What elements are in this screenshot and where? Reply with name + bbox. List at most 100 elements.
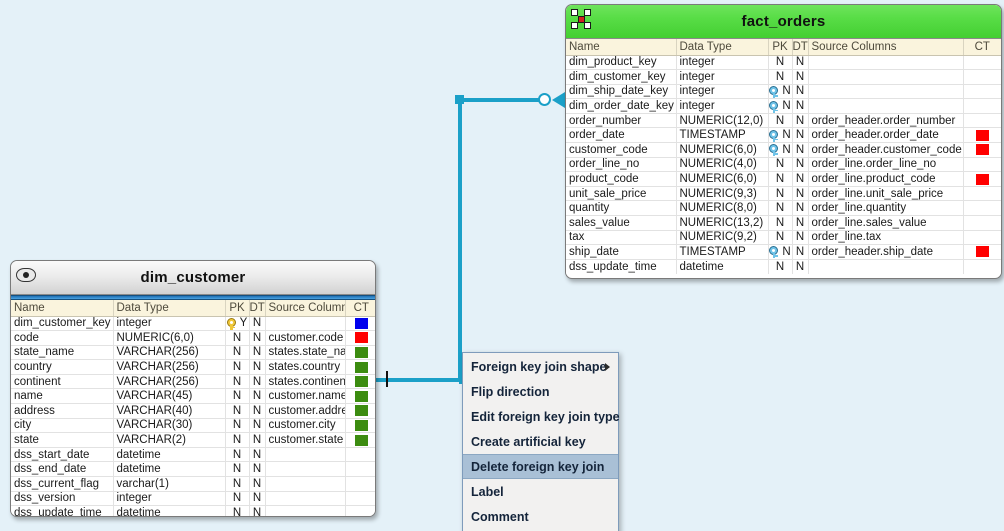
connector-vertical-segment[interactable] [458,100,462,380]
connector-top-segment[interactable] [458,98,548,102]
cell-data-type[interactable]: VARCHAR(40) [113,403,226,419]
cell-pk[interactable]: N [768,259,793,274]
cell-ct[interactable] [345,461,375,478]
column-row[interactable]: state_nameVARCHAR(256)NNstates.state_nam… [11,345,375,361]
cell-pk[interactable]: N [225,418,250,434]
cell-source-columns[interactable]: order_line.quantity [808,200,964,217]
cell-ct[interactable] [345,345,375,361]
entity-title-bar-dim-customer[interactable]: dim_customer [11,261,375,295]
cell-data-type[interactable]: integer [113,491,226,507]
cell-ct[interactable] [345,418,375,434]
cell-ct[interactable] [963,98,1001,114]
cell-ct[interactable] [963,69,1001,85]
menu-item-flip-direction[interactable]: Flip direction [463,379,618,404]
cell-data-type[interactable]: NUMERIC(9,2) [676,230,769,246]
cell-dt[interactable]: N [249,359,266,375]
col-header-name[interactable]: Name [566,39,677,56]
cell-dt[interactable]: N [792,171,809,187]
cell-data-type[interactable]: NUMERIC(4,0) [676,157,769,173]
cell-dt[interactable]: N [249,447,266,463]
cell-ct[interactable] [345,505,375,516]
cell-data-type[interactable]: varchar(1) [113,476,226,492]
cell-dt[interactable]: N [249,461,266,478]
cell-column-name[interactable]: name [11,388,114,405]
cell-ct[interactable] [963,55,1001,71]
cell-data-type[interactable]: datetime [676,259,769,274]
cell-source-columns[interactable] [808,98,964,114]
cell-column-name[interactable]: sales_value [566,215,677,231]
entity-dim-customer[interactable]: dim_customer Name Data Type PK DT Source… [10,260,376,517]
cell-pk[interactable]: N [225,505,250,516]
cell-data-type[interactable]: VARCHAR(256) [113,374,226,390]
menu-item-delete-foreign-key-join[interactable]: Delete foreign key join [463,454,618,479]
cell-data-type[interactable]: TIMESTAMP [676,127,769,144]
cell-source-columns[interactable]: order_line.unit_sale_price [808,186,964,202]
cell-ct[interactable] [963,215,1001,231]
cell-column-name[interactable]: dim_customer_key [566,69,677,85]
cell-column-name[interactable]: tax [566,230,677,246]
cell-data-type[interactable]: TIMESTAMP [676,244,769,260]
entity-title-bar-fact-orders[interactable]: fact_orders [566,5,1001,39]
cell-pk[interactable]: N [768,84,793,100]
cell-pk[interactable]: N [225,403,250,419]
cell-column-name[interactable]: order_number [566,113,677,129]
cell-pk[interactable]: N [768,186,793,202]
cell-pk[interactable]: N [768,171,793,187]
cell-column-name[interactable]: unit_sale_price [566,186,677,202]
cell-pk[interactable]: N [768,127,793,144]
cell-source-columns[interactable]: customer.name [265,388,346,405]
cell-source-columns[interactable] [265,491,346,507]
cell-ct[interactable] [963,84,1001,100]
cell-column-name[interactable]: dss_update_time [566,259,677,274]
cell-data-type[interactable]: datetime [113,505,226,516]
cell-ct[interactable] [345,403,375,419]
cell-column-name[interactable]: country [11,359,114,375]
cell-source-columns[interactable]: order_header.order_number [808,113,964,129]
cell-source-columns[interactable]: states.country [265,359,346,375]
cell-data-type[interactable]: NUMERIC(9,3) [676,186,769,202]
cell-pk[interactable]: N [768,230,793,246]
cell-source-columns[interactable] [265,447,346,463]
cell-dt[interactable]: N [249,432,266,448]
col-header-name[interactable]: Name [11,300,114,317]
cell-source-columns[interactable]: customer.address [265,403,346,419]
cell-data-type[interactable]: VARCHAR(45) [113,388,226,405]
cell-pk[interactable]: Y [225,316,250,332]
cell-column-name[interactable]: dim_ship_date_key [566,84,677,100]
col-header-data-type[interactable]: Data Type [113,300,226,317]
cell-ct[interactable] [345,388,375,405]
cell-column-name[interactable]: dim_order_date_key [566,98,677,114]
cell-ct[interactable] [963,200,1001,217]
cell-pk[interactable]: N [768,244,793,260]
cell-column-name[interactable]: state [11,432,114,448]
cell-source-columns[interactable] [808,259,964,274]
cell-ct[interactable] [345,447,375,463]
cell-data-type[interactable]: integer [676,55,769,71]
col-header-data-type[interactable]: Data Type [676,39,769,56]
cell-dt[interactable]: N [792,244,809,260]
cell-dt[interactable]: N [792,142,809,158]
cell-ct[interactable] [345,330,375,346]
cell-data-type[interactable]: VARCHAR(30) [113,418,226,434]
cell-pk[interactable]: N [225,374,250,390]
cell-source-columns[interactable] [808,84,964,100]
cell-data-type[interactable]: datetime [113,461,226,478]
cell-column-name[interactable]: dim_customer_key [11,316,114,332]
cell-pk[interactable]: N [768,142,793,158]
cell-dt[interactable]: N [792,215,809,231]
cell-dt[interactable]: N [792,186,809,202]
cell-dt[interactable]: N [249,345,266,361]
